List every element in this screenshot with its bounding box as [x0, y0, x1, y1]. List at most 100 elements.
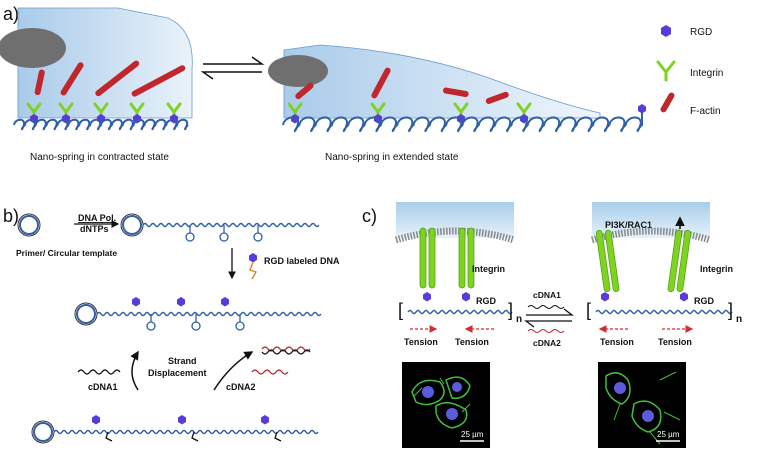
- displacement-arrow-right: [213, 351, 254, 391]
- repeat-n-left: n: [516, 314, 522, 325]
- f-actin-bundle: [131, 65, 186, 97]
- extended-nucleus: [268, 55, 328, 87]
- integrin-label-left: Integrin: [472, 264, 505, 274]
- panel-c-label: c): [362, 206, 377, 226]
- integrin-subunit: [667, 229, 683, 293]
- rca-strand-hybridized: [53, 429, 319, 435]
- cdna2-label: cDNA2: [226, 382, 256, 392]
- exchange-cdna1-label: cDNA1: [533, 290, 561, 300]
- dntps-label: dNTPs: [80, 224, 109, 234]
- panel-a: a) Nano-spring in contracted state: [0, 4, 723, 163]
- rca-template-3: [33, 422, 53, 442]
- primer-template-label: Primer/ Circular template: [16, 248, 117, 258]
- cell-membrane-right: [590, 227, 712, 244]
- rgd-hexagon: [178, 415, 186, 425]
- rgd-hexagon: [221, 297, 229, 307]
- cell-membrane-left: [394, 227, 516, 244]
- rgd-on-strand-row2: [132, 297, 229, 307]
- rca-template: [122, 215, 142, 235]
- scalebar-label-right: 25 µm: [657, 430, 680, 439]
- tension-label-left-a: Tension: [404, 337, 438, 347]
- extended-nano-spring: [282, 112, 643, 132]
- tension-label-right-a: Tension: [600, 337, 634, 347]
- rgd-hexagon: [261, 415, 269, 425]
- dna-repeat-left: [407, 309, 513, 315]
- integrin-subunit: [595, 229, 611, 293]
- repeat-bracket-open-right: [: [586, 300, 591, 320]
- equilibrium-arrows-a: [200, 56, 265, 80]
- panel-b-label: b): [3, 206, 19, 226]
- rgd-hexagon: [132, 297, 140, 307]
- cdna1-strand-icon: [77, 369, 121, 375]
- rgd-hexagon: [601, 292, 609, 302]
- cdna-loops-row3: [105, 431, 282, 442]
- rgd-hexagon: [249, 253, 257, 263]
- integrin-subunit: [428, 227, 436, 289]
- integrin-subunit: [467, 227, 475, 289]
- rgd-hexagon: [92, 415, 100, 425]
- rgd-hexagon: [30, 114, 38, 124]
- rgd-on-strand-row3: [92, 415, 269, 425]
- repeat-bracket-open-left: [: [398, 300, 403, 320]
- pathway-label: PI3K/RAC1: [605, 220, 652, 230]
- rgd-hexagon: [638, 104, 646, 114]
- hairpins-row2: [146, 314, 245, 331]
- caption-contracted: Nano-spring in contracted state: [30, 152, 169, 163]
- repeat-n-right: n: [736, 314, 742, 325]
- rca-template-2: [76, 304, 96, 324]
- rgd-hexagon-icon: [661, 25, 671, 37]
- integrin-subunit: [419, 227, 427, 289]
- panel-a-label: a): [3, 4, 19, 24]
- f-actin-bundle: [295, 82, 314, 100]
- panel-c: c) Integrin RGD [ ] n Tension Tension cD…: [362, 202, 742, 448]
- integrins-right: [595, 229, 692, 293]
- circular-template: [19, 215, 39, 235]
- displacement-label: Displacement: [148, 368, 207, 378]
- rca-strand-with-rgd: [96, 311, 322, 317]
- rca-product-strand: [142, 222, 320, 228]
- displacement-arrow-left: [130, 350, 139, 391]
- tension-label-right-b: Tension: [658, 337, 692, 347]
- integrin-subunit: [458, 227, 466, 289]
- extended-cell: [283, 44, 601, 119]
- caption-extended: Nano-spring in extended state: [325, 152, 459, 163]
- legend-integrin-label: Integrin: [690, 68, 723, 79]
- rgd-hexagon: [680, 292, 688, 302]
- f-actin-icon: [660, 92, 675, 113]
- rgd-labeled-dna-strand: [249, 261, 257, 280]
- legend-rgd-label: RGD: [690, 27, 712, 38]
- rgd-labeled-dna-label: RGD labeled DNA: [264, 256, 340, 266]
- cdna2-strand-icon: [251, 369, 289, 375]
- dna-repeat-right: [595, 309, 733, 315]
- f-actin-bundle: [442, 87, 469, 97]
- repeat-bracket-close-right: ]: [728, 300, 733, 320]
- exchange-cdna2-label: cDNA2: [533, 338, 561, 348]
- micrograph-right: 25 µm: [598, 362, 686, 448]
- rgd-label-right: RGD: [694, 296, 715, 306]
- exchange-backward-arrow: [524, 320, 572, 328]
- f-actin-bundle: [60, 62, 84, 96]
- panel-b: b) DNA Pol. dNTPs Primer/ Circular templ…: [3, 206, 340, 444]
- contracted-nano-spring: [13, 118, 189, 131]
- f-actin-bundle: [371, 67, 391, 99]
- integrin-label-right: Integrin: [700, 264, 733, 274]
- f-actin-bundle: [95, 60, 140, 97]
- extended-f-actin-group: [295, 67, 509, 104]
- contracted-f-actin-group: [34, 60, 186, 97]
- micrograph-left: 25 µm: [402, 362, 490, 448]
- exchange-cdna2-icon: [527, 329, 565, 333]
- legend-f-actin-label: F-actin: [690, 106, 721, 117]
- strand-label: Strand: [168, 356, 197, 366]
- tension-label-left-b: Tension: [455, 337, 489, 347]
- cdna1-label: cDNA1: [88, 382, 118, 392]
- integrin-icon: [656, 60, 676, 82]
- rgd-hexagon: [462, 292, 470, 302]
- extracellular-region-left: [396, 202, 514, 238]
- hairpins-row1: [185, 225, 263, 242]
- contracted-nucleus: [0, 28, 66, 68]
- f-actin-bundle: [485, 91, 509, 104]
- integrin-subunit: [604, 229, 620, 293]
- exchange-cdna1-icon: [527, 305, 565, 309]
- repeat-bracket-close-left: ]: [508, 300, 513, 320]
